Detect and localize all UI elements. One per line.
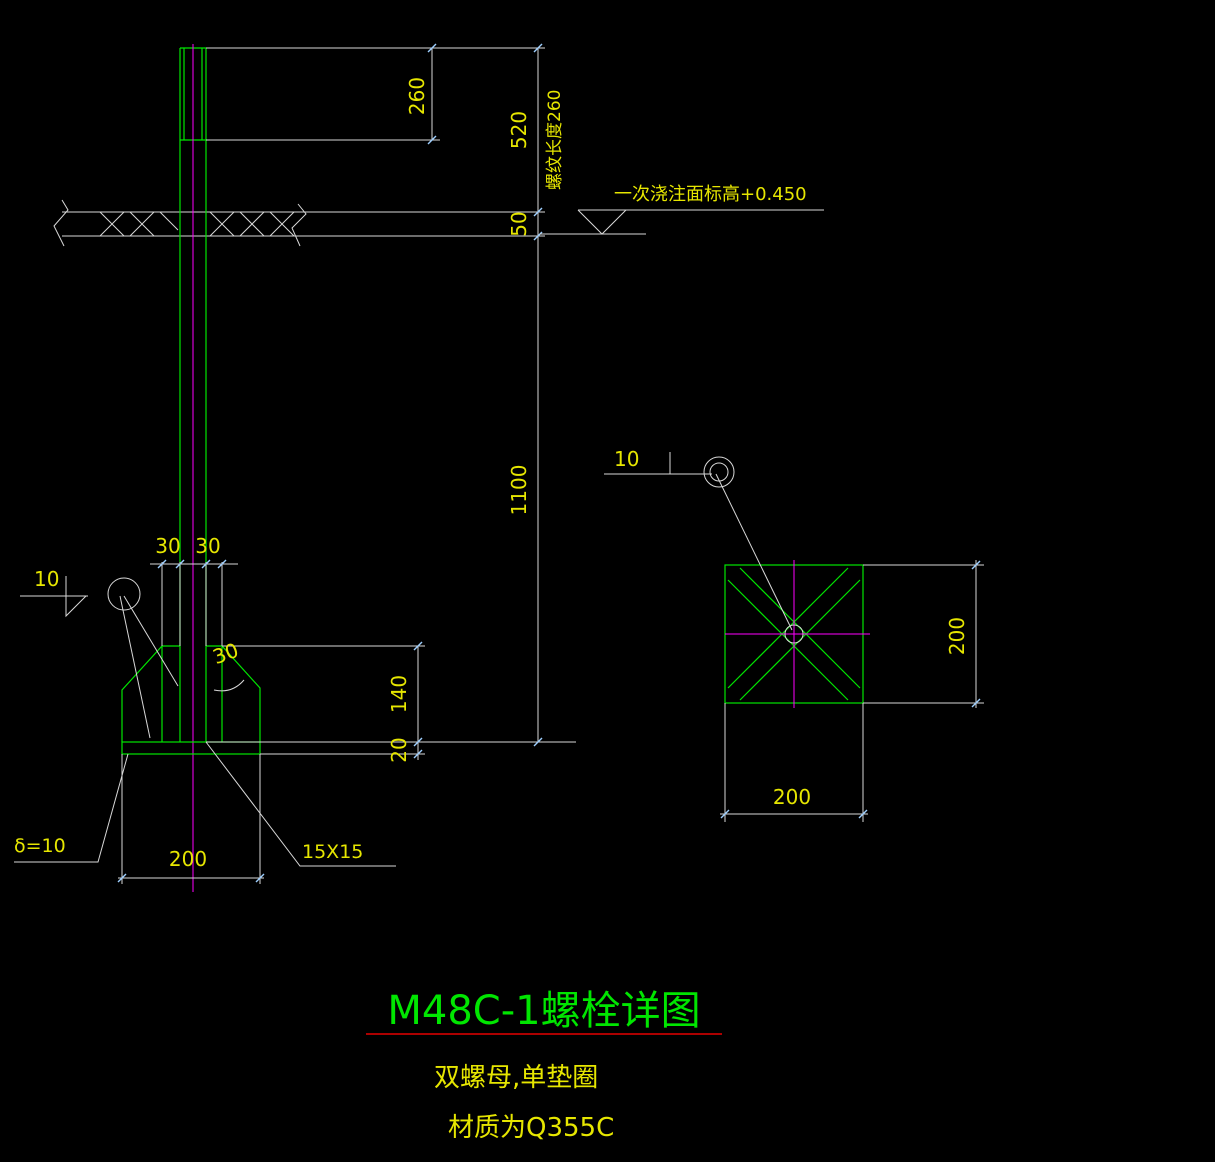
- weld-symbol-plan: [604, 452, 793, 631]
- drawing-title: M48C-1螺栓详图: [387, 988, 700, 1034]
- dim-angle-30: 30: [210, 638, 242, 669]
- dim-140: 140: [387, 675, 411, 713]
- plate-thickness-leader: [14, 753, 129, 863]
- note-nuts: 双螺母,单垫圈: [434, 1063, 598, 1093]
- weld-size-plan: 10: [614, 447, 639, 471]
- dim-30-right: 30: [195, 534, 220, 558]
- base-plate-assembly: [121, 645, 261, 755]
- dim-260: 260: [405, 77, 429, 115]
- dimension-ticks: [117, 43, 543, 883]
- grout-layer: [53, 199, 312, 247]
- dim-30-left: 30: [155, 534, 180, 558]
- dim-20: 20: [387, 737, 411, 762]
- plate-thickness-label: δ=10: [14, 835, 66, 857]
- dim-50: 50: [507, 211, 531, 236]
- weld-size-left: 10: [34, 567, 59, 591]
- angle-arc: [213, 679, 245, 692]
- plan-view: [720, 560, 984, 822]
- elevation-dimensions: [118, 47, 576, 884]
- note-material: 材质为Q355C: [448, 1113, 614, 1143]
- fillet-label: 15X15: [302, 841, 363, 863]
- elevation-symbol: [540, 209, 824, 235]
- weld-symbol-left: [20, 576, 179, 739]
- grout-level-label: 一次浇注面标高+0.450: [614, 184, 807, 205]
- plan-dim-width: 200: [773, 785, 811, 809]
- dim-200-plate: 200: [169, 847, 207, 871]
- plan-dim-height: 200: [945, 617, 969, 655]
- dim-1100: 1100: [507, 465, 531, 516]
- dim-520: 520: [507, 111, 531, 149]
- fillet-leader: [205, 741, 396, 867]
- thread-length-note: 螺纹长度260: [545, 90, 565, 190]
